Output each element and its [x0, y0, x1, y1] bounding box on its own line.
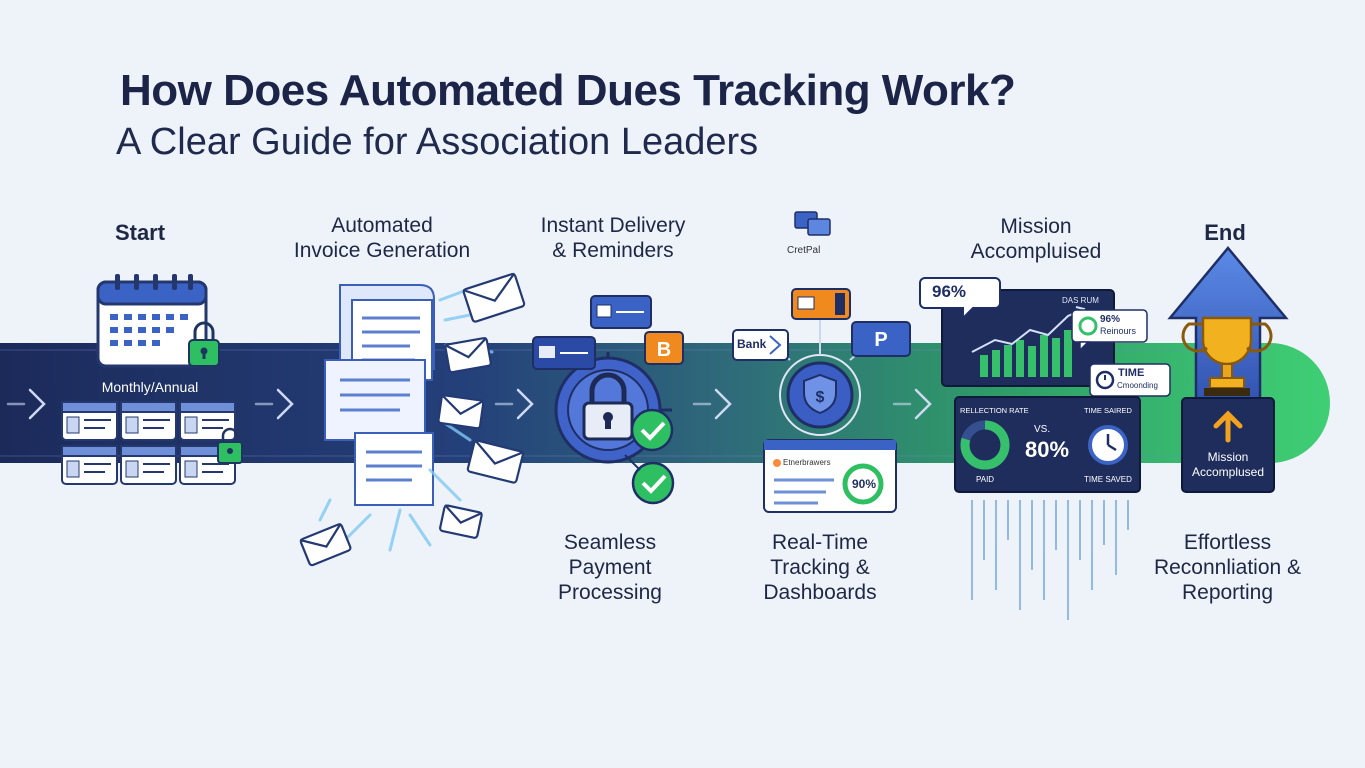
chevron-right-icon [892, 388, 932, 420]
payment-label: Seamless Payment Processing [558, 531, 662, 604]
percent-bubble [1071, 309, 1148, 352]
bubble2-value: 96% [1100, 314, 1121, 325]
time-saved-label-2: TIME SAVED [1084, 475, 1132, 484]
provider-label: CretPal [787, 245, 821, 256]
chevron-right-icon [692, 388, 732, 420]
bitcoin-icon: B [644, 331, 684, 365]
member-cards [61, 401, 236, 485]
member-card [179, 401, 236, 441]
envelope-icon [462, 272, 526, 323]
delivery-label: Instant Delivery & Reminders [540, 214, 686, 262]
invoice-label: Automated Invoice Generation [293, 214, 471, 262]
reconciliation-label: Effortless Reconnliation & Reporting [1153, 531, 1302, 604]
bubble2-text: Reinours [1100, 326, 1137, 336]
mission-label: Mission Accompluised [970, 215, 1102, 263]
envelope-icons [299, 272, 526, 567]
credit-card-icon [532, 336, 596, 370]
vs-label: VS. [1034, 424, 1051, 435]
svg-text:P: P [874, 329, 887, 351]
chart-label: DAS RUM [1062, 296, 1099, 305]
tracking-panel [763, 439, 897, 513]
email-icon [794, 211, 831, 236]
time-title: TIME [1118, 367, 1145, 379]
tracking-label: Real-Time Tracking & Dashboards [763, 531, 877, 604]
member-card [120, 401, 177, 441]
card-icon [791, 288, 851, 320]
check-icon [630, 408, 674, 452]
page-title: How Does Automated Dues Tracking Work? [120, 66, 1016, 115]
mission-badge-text: Mission Accomplused [1191, 450, 1265, 479]
end-label: End [1204, 220, 1246, 245]
bar-chart [980, 330, 1072, 377]
paid-label: PAID [976, 475, 995, 484]
mission-badge [1181, 397, 1275, 493]
lock-icon [188, 321, 220, 367]
padlock-icon [582, 372, 634, 441]
data-stream [971, 500, 1129, 620]
paypal-icon: P [851, 321, 911, 357]
envelope-icon [439, 504, 483, 539]
member-card [61, 445, 118, 485]
percent-bubble [919, 277, 1001, 321]
stats-panel [954, 396, 1141, 493]
chevron-right-icon [6, 388, 46, 420]
envelope-icon [437, 394, 485, 430]
member-card [120, 445, 177, 485]
rate-label: RELLECTION RATE [960, 406, 1029, 415]
envelope-icon [444, 336, 492, 374]
page-subtitle: A Clear Guide for Association Leaders [116, 121, 759, 163]
bank-card [732, 329, 789, 361]
tracking-percent: 90% [851, 477, 877, 491]
check-icon [631, 461, 675, 505]
time-saved-label: TIME SAIRED [1084, 406, 1132, 415]
flow-chevrons [6, 388, 932, 420]
mission-percent: 80% [1025, 437, 1070, 462]
billing-cycle-label: Monthly/Annual [101, 379, 199, 395]
chevron-right-icon [254, 388, 294, 420]
credit-card-icon [590, 295, 652, 329]
up-arrow-small-icon [1213, 410, 1243, 443]
bubble-percent: 96% [932, 282, 967, 301]
member-card [61, 401, 118, 441]
invoice-document-stack [324, 284, 435, 506]
svg-text:$: $ [816, 389, 825, 406]
bank-label: Bank [737, 337, 767, 351]
time-text: Cmoonding [1117, 381, 1158, 390]
chevron-right-icon [494, 388, 534, 420]
svg-text:B: B [657, 339, 671, 361]
tracking-panel-text: Etnerbrawers [783, 458, 831, 467]
envelope-icon [466, 439, 524, 484]
trophy-icon [1181, 316, 1273, 396]
start-label: Start [114, 220, 166, 245]
envelope-icon [299, 522, 352, 567]
lock-icon [217, 427, 243, 464]
